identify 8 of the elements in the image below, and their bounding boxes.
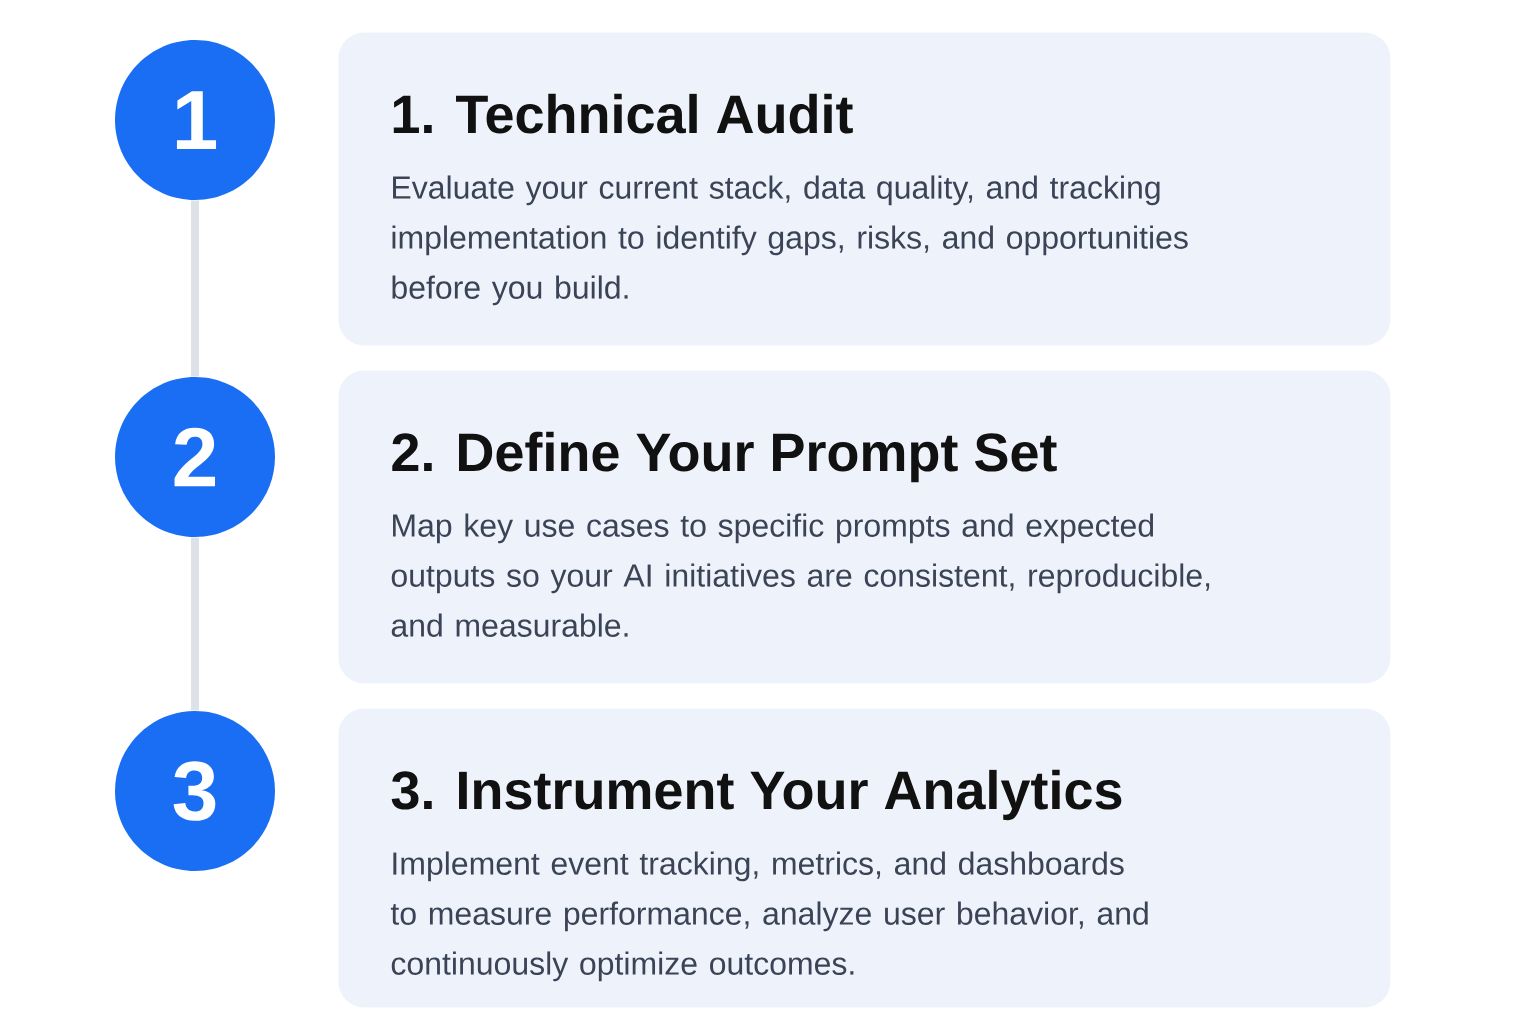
connector-line (191, 200, 199, 377)
step-heading: 3. Instrument Your Analytics (391, 769, 1122, 821)
step-heading: 2. Define Your Prompt Set (392, 431, 1057, 483)
step-description: Evaluate your current stack, data quality, and tracking implementation to identify gaps, risks, and opportunities before you build. (392, 175, 1188, 306)
connector-line (191, 537, 199, 711)
step-description: Implement event tracking, metrics, and dashboards to measure performance, analyze user behavior, and continuously optimize outcomes. (390, 851, 1148, 982)
step-heading: 1. Technical Audit (393, 93, 853, 134)
step-description: Map key use cases to specific prompts and expected outputs so your AI initiatives are consistent, reproducible, and measurable. (391, 513, 1210, 637)
